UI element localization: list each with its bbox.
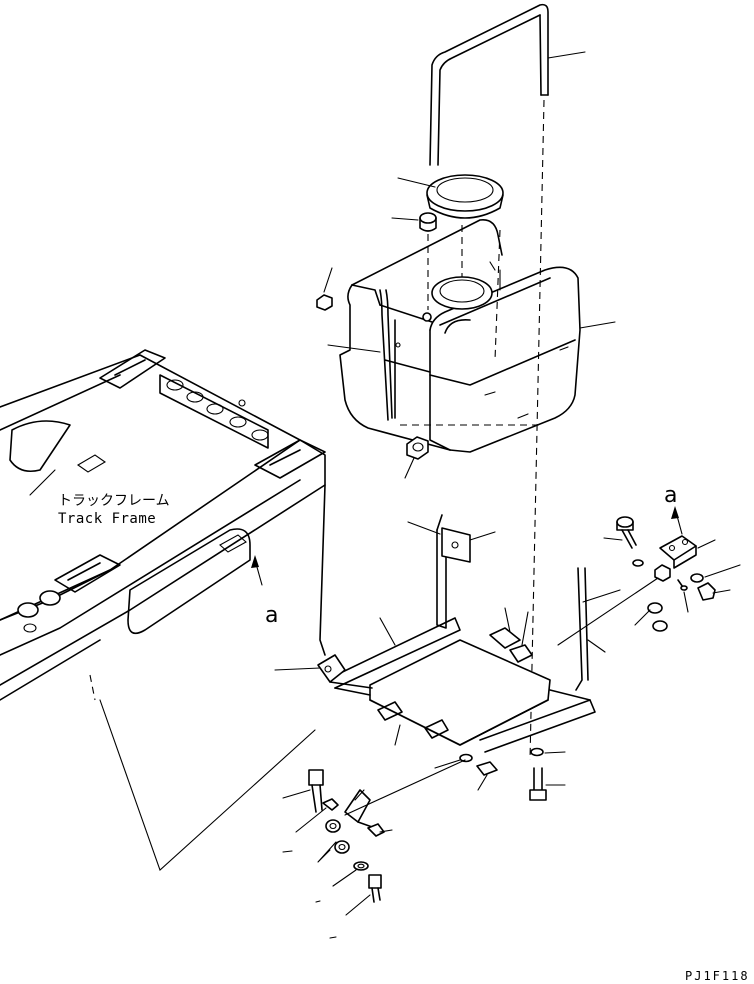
- leader-bracket-right: [583, 590, 620, 602]
- leader-bolt-a: [604, 538, 622, 540]
- leader-bolt-bl: [283, 790, 310, 798]
- tank-strap: [430, 5, 548, 760]
- drawing-code: PJ1F118: [685, 969, 750, 983]
- view-label-lower: a: [265, 603, 278, 628]
- leader-bolt-bl2: [346, 895, 370, 915]
- leader-strap: [548, 52, 585, 58]
- leader-cap: [398, 178, 435, 187]
- filter-plug: [420, 213, 436, 231]
- leader-clip-bl: [380, 830, 392, 832]
- leader-bracket-mount: [505, 608, 510, 632]
- leader-nut-a: [713, 590, 730, 593]
- leader-dash-1: [283, 851, 292, 852]
- leader-drain: [405, 458, 414, 478]
- bracket-to-fasteners-leader: [345, 760, 465, 815]
- track-frame-label-en: Track Frame: [58, 511, 156, 527]
- leader-nut-bl: [296, 808, 326, 832]
- center-fasteners: [460, 749, 546, 801]
- leader-washer-right: [545, 752, 565, 753]
- leader-right-rail: [588, 640, 605, 652]
- drain-nut: [407, 437, 428, 459]
- leader-nuts-a: [635, 610, 650, 625]
- view-label-upper: a: [664, 483, 677, 508]
- leader-bracket-mount2: [522, 612, 528, 645]
- track-frame-label-jp: トラックフレーム: [58, 493, 170, 509]
- leader-plug: [392, 218, 418, 220]
- leader-bracket-a: [698, 540, 715, 548]
- leader-tank: [580, 322, 615, 328]
- leader-nut-upper: [324, 268, 332, 292]
- view-arrow-lower: [251, 555, 262, 585]
- leader-bracket-upright: [408, 522, 440, 534]
- washer-tank: [340, 220, 580, 452]
- frame-mount-leader: [100, 700, 315, 870]
- leader-left-plate: [275, 668, 320, 670]
- leader-bracket-bl: [355, 790, 364, 800]
- leader-clip-center: [478, 775, 487, 790]
- view-arrow-upper: [671, 506, 682, 534]
- leader-washer-a: [705, 565, 740, 577]
- filler-cap: [427, 175, 503, 218]
- leader-nuts-bl: [318, 842, 336, 862]
- leader-washer-bl: [333, 870, 356, 886]
- track-frame-leader: [30, 470, 55, 495]
- leader-bracket-rail: [380, 618, 395, 645]
- bottom-left-fasteners: [309, 770, 384, 902]
- track-frame: [0, 350, 325, 700]
- detail-a-leader: [558, 578, 658, 645]
- nut-upper: [317, 295, 332, 310]
- leader-washer-center: [435, 760, 460, 768]
- leader-dash-2: [330, 937, 336, 938]
- leader-strap-lower: [328, 345, 380, 352]
- leader-clip-a: [684, 592, 688, 612]
- detail-a-bracket: [617, 517, 715, 631]
- mount-bracket: [318, 515, 595, 752]
- leader-dash-3: [316, 901, 320, 902]
- leader-bracket-plate: [470, 532, 495, 540]
- leader-foot: [395, 725, 400, 745]
